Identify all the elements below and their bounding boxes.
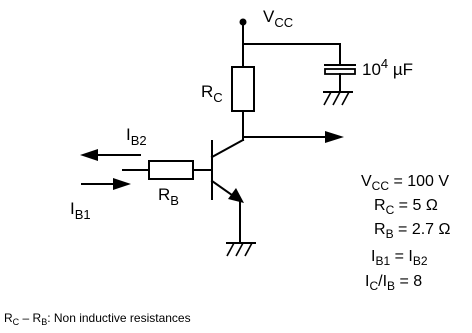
ib2-arrow-icon — [80, 149, 98, 161]
ib1-arrow-icon — [113, 178, 131, 190]
param-gain: IC/IB = 8 — [365, 273, 422, 293]
ib1-label: IB1 — [70, 199, 91, 222]
rb-resistor — [148, 160, 194, 180]
emitter-arrow-icon — [228, 188, 244, 203]
capacitor — [324, 64, 356, 93]
param-rc: RC = 5 Ω — [374, 197, 438, 217]
vcc-label: VCC — [263, 7, 293, 30]
footnote: RC – RB: Non inductive resistances — [4, 311, 191, 327]
capacitor-ground-icon — [323, 91, 353, 106]
rb-label: RB — [158, 185, 179, 208]
transistor — [210, 138, 245, 203]
param-rb: RB = 2.7 Ω — [374, 221, 451, 241]
collector-output-arrow-icon — [325, 131, 344, 143]
ib2-label: IB2 — [126, 125, 147, 148]
param-ib: IB1 = IB2 — [371, 248, 428, 268]
capacitor-wire — [242, 43, 341, 64]
capacitor-value-label: 104 µF — [362, 56, 413, 79]
rc-resistor — [231, 66, 255, 112]
rc-label: RC — [201, 82, 223, 105]
param-vcc: VCC = 100 V — [361, 173, 449, 193]
emitter-ground-icon — [226, 242, 256, 257]
